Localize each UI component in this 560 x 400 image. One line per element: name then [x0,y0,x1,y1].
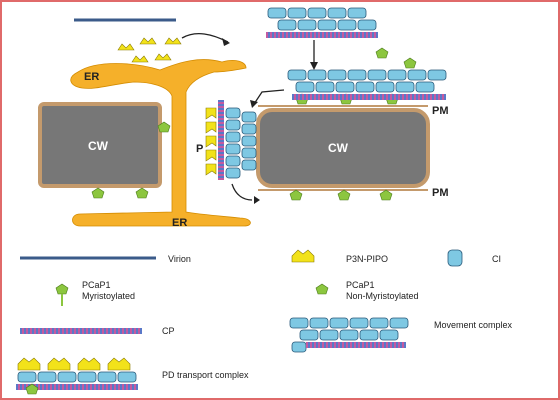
label-cw-left: CW [88,139,109,153]
legend-pd-transport-symbol [16,357,138,395]
cell-wall-right [256,108,430,188]
legend-cp-label: CP [162,326,175,336]
legend-ci-label: CI [492,254,501,264]
legend-pcap1-non-line1: PCaP1 [346,280,375,290]
legend-virion-label: Virion [168,254,191,264]
label-er-bottom: ER [172,217,187,229]
middle-movement-complex [287,69,447,100]
legend-cp-symbol [20,328,142,334]
label-pm-bottom: PM [432,187,449,199]
legend-p3n-pipo-symbol [291,249,315,263]
arrow-top [181,32,229,43]
cell-wall-left [38,102,162,188]
legend-p3n-pipo-label: P3N-PIPO [346,254,388,264]
legend-pcap1-myr-line1: PCaP1 [82,280,111,290]
legend-pcap1-myr-symbol [55,283,69,306]
legend-movement-complex-symbol [289,317,409,353]
label-er-top: ER [84,71,99,83]
p3n-pipo-scatter [117,37,182,63]
label-cw-right: CW [328,141,349,155]
legend-pd-transport-label: PD transport complex [162,370,249,380]
pd-ci-stack [225,107,257,179]
legend-pcap1-non-line2: Non-Myristoylated [346,291,419,301]
legend-pcap1-non-symbol [315,283,329,295]
label-pm-top: PM [432,105,449,117]
arrow-into-pd [253,89,285,105]
arrow-out-pd [231,183,253,201]
legend-ci-symbol [447,249,463,267]
pd-cp-strand [218,100,224,180]
legend-movement-complex-label: Movement complex [434,320,513,330]
top-movement-complex [266,7,378,38]
pd-p3n-pipo-stack [205,107,217,176]
label-p: P [196,143,203,155]
legend-pcap1-myr-line2: Myristoylated [82,291,135,301]
er-network [70,59,251,227]
